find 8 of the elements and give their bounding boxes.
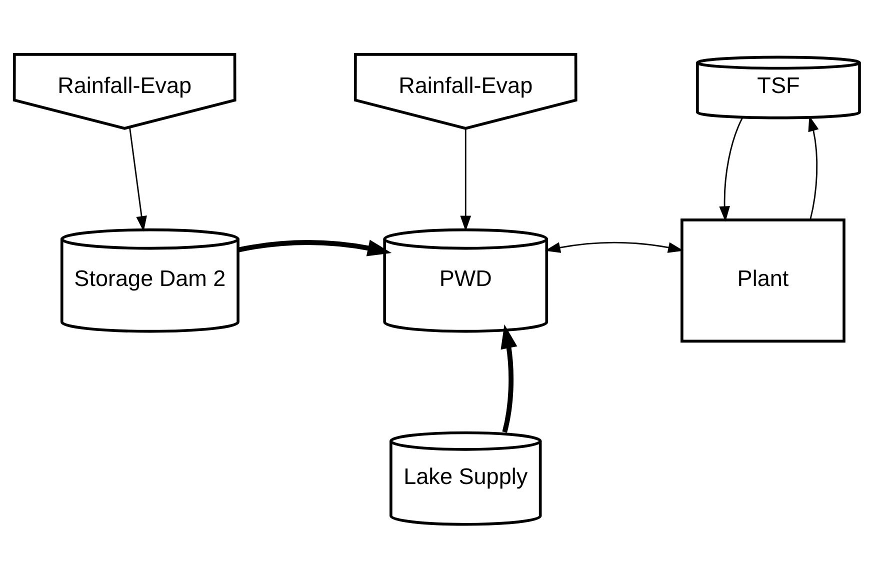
arrow	[460, 128, 472, 231]
arrow	[129, 126, 147, 232]
arrow	[544, 241, 684, 252]
arrow	[238, 239, 392, 256]
arrow	[808, 115, 819, 220]
arrow	[719, 117, 744, 222]
arrow	[500, 324, 518, 432]
node-box: Plant	[680, 218, 846, 342]
